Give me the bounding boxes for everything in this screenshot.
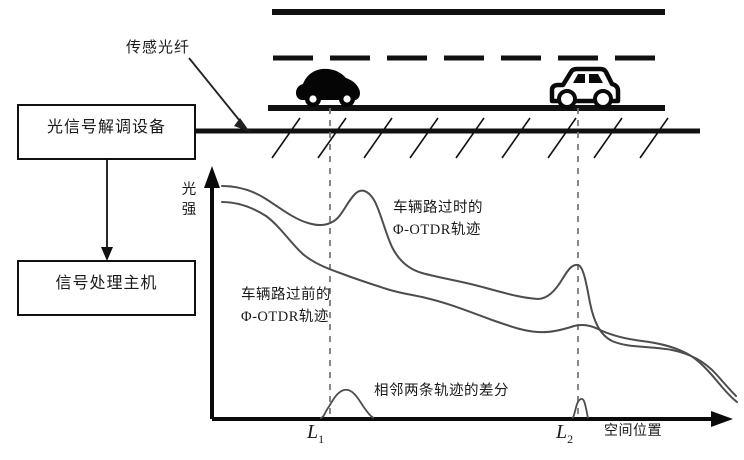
annotation-during-pass-line2: Φ-OTDR轨迹 xyxy=(393,222,481,238)
annotation-difference: 相邻两条轨迹的差分 xyxy=(374,383,509,399)
block-diagram-group xyxy=(17,104,196,316)
chart-axes xyxy=(204,166,733,427)
trace-before-pass xyxy=(221,201,738,403)
position-guides xyxy=(329,108,579,419)
x-tick-label-L1: L1 xyxy=(307,421,324,447)
y-axis-label-char-2: 强 xyxy=(181,202,197,218)
trace-during-pass xyxy=(221,185,737,397)
x-tick-L2-symbol: L xyxy=(556,421,568,443)
sensing-fiber-callout xyxy=(188,57,250,132)
hatch-marks xyxy=(271,117,669,159)
annotation-before-pass-line1: 车辆路过前的 xyxy=(241,287,331,303)
x-tick-label-L2: L2 xyxy=(556,421,573,447)
sensing-fiber-label: 传感光纤 xyxy=(126,40,191,56)
annotation-before-pass-line2: Φ-OTDR轨迹 xyxy=(241,309,329,325)
y-axis-label-char-1: 光 xyxy=(181,182,197,198)
processing-host-box xyxy=(17,260,196,316)
y-axis-arrowhead xyxy=(204,166,220,188)
x-axis-label: 空间位置 xyxy=(604,424,662,439)
difference-peak-L1 xyxy=(319,388,375,419)
difference-peak-L2 xyxy=(571,397,589,419)
x-tick-L2-subscript: 2 xyxy=(567,432,574,446)
x-tick-L1-subscript: 1 xyxy=(318,432,325,446)
demodulator-box-label: 光信号解调设备 xyxy=(46,119,166,136)
ground-hatch-band xyxy=(192,117,700,159)
block-connector-arrowhead xyxy=(101,247,113,261)
processing-host-box-label: 信号处理主机 xyxy=(55,275,158,292)
x-tick-L1-symbol: L xyxy=(307,421,319,443)
x-axis-arrowhead xyxy=(711,411,733,427)
car-filled-icon xyxy=(296,68,360,107)
annotation-during-pass-line1: 车辆路过时的 xyxy=(393,200,483,216)
difference-peaks xyxy=(319,388,589,419)
car-outline-icon xyxy=(549,66,621,109)
